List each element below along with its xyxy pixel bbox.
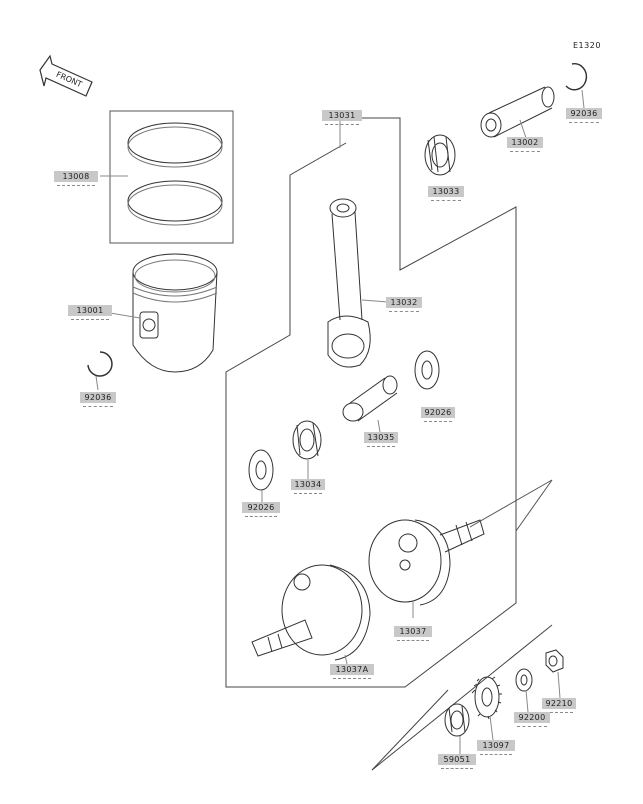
part-label-92036-left[interactable]: 92036 xyxy=(80,392,116,407)
front-arrow-icon: FRONT xyxy=(39,54,93,97)
part-label-13037[interactable]: 13037 xyxy=(394,626,432,641)
part-label-13032[interactable]: 13032 xyxy=(386,297,422,312)
part-label-92026-left[interactable]: 92026 xyxy=(242,502,280,517)
needle-bearing-top-icon xyxy=(424,134,456,176)
cut-line xyxy=(469,479,553,532)
crankshaft-assembly-outline xyxy=(225,117,517,688)
circlip-left-icon xyxy=(87,351,113,391)
part-label-13033[interactable]: 13033 xyxy=(428,186,464,201)
crank-half-left-icon xyxy=(251,564,371,665)
needle-bearing-lower-icon xyxy=(292,420,322,480)
part-label-13031[interactable]: 13031 xyxy=(322,110,362,125)
thrust-washer-right-icon xyxy=(414,350,440,390)
part-label-92200[interactable]: 92200 xyxy=(514,712,550,727)
diagram-code: E1320 xyxy=(573,41,601,50)
washer-icon xyxy=(515,668,533,713)
crank-half-right-icon xyxy=(368,519,485,618)
crank-pin-icon xyxy=(342,375,398,433)
part-label-13034[interactable]: 13034 xyxy=(291,479,325,494)
nut-icon xyxy=(545,649,564,699)
piston-rings-group xyxy=(100,110,234,244)
part-label-13002[interactable]: 13002 xyxy=(507,137,543,152)
drive-group-outline xyxy=(371,624,553,771)
connecting-rod-icon xyxy=(327,198,389,368)
piston-pin-icon xyxy=(480,86,555,139)
circlip-right-icon xyxy=(565,62,588,109)
needle-bearing-bottom-icon xyxy=(444,703,470,754)
part-label-13097[interactable]: 13097 xyxy=(477,740,515,755)
gear-icon xyxy=(471,676,502,741)
part-label-13037A[interactable]: 13037A xyxy=(330,664,374,679)
part-label-92026-right[interactable]: 92026 xyxy=(421,407,455,422)
piston-icon xyxy=(97,253,218,373)
part-label-13035[interactable]: 13035 xyxy=(364,432,398,447)
part-label-13008[interactable]: 13008 xyxy=(54,171,98,186)
part-label-92036-right[interactable]: 92036 xyxy=(566,108,602,123)
part-label-92210[interactable]: 92210 xyxy=(542,698,576,713)
part-label-13001[interactable]: 13001 xyxy=(68,305,112,320)
part-label-59051[interactable]: 59051 xyxy=(438,754,476,769)
thrust-washer-left-icon xyxy=(248,449,274,502)
